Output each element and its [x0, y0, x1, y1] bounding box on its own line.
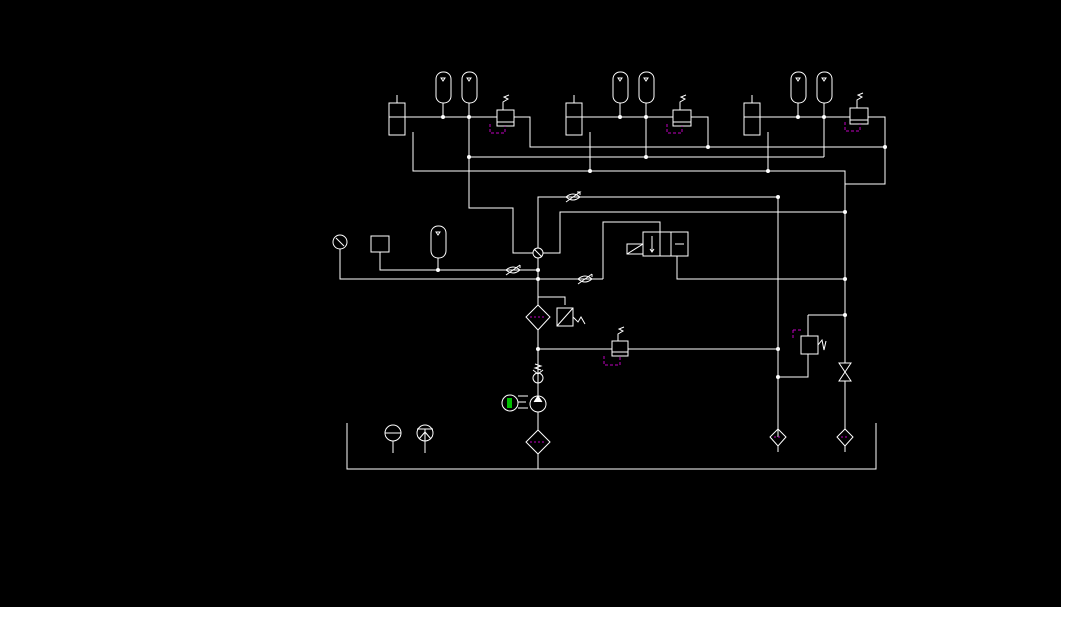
junction-dot	[467, 155, 471, 159]
pilot-dashed-lines	[489, 122, 861, 366]
junction-dot	[766, 169, 770, 173]
motor-indicator	[507, 398, 512, 408]
pressure-relief-valve-icon	[496, 92, 869, 357]
junction-dot	[467, 115, 471, 119]
junction-dot	[536, 268, 540, 272]
shutoff-valve-icon	[838, 362, 852, 382]
junction-dots	[436, 115, 887, 379]
check-valve-icon	[532, 372, 544, 384]
shuttle-valve-icon	[532, 247, 544, 259]
junction-dot	[822, 115, 826, 119]
filter-icon	[525, 304, 854, 455]
junction-dot	[618, 115, 622, 119]
junction-dot	[883, 145, 887, 149]
oil-tank-icon	[346, 423, 877, 470]
junction-dot	[588, 169, 592, 173]
junction-dot	[644, 155, 648, 159]
junction-dot	[843, 313, 847, 317]
accumulator-icon	[430, 71, 833, 259]
junction-dot	[436, 268, 440, 272]
throttle-valve-icon	[505, 191, 593, 285]
pressure-gauge-icon	[332, 234, 348, 250]
junction-dot	[776, 195, 780, 199]
junction-dot	[776, 347, 780, 351]
junction-dot	[644, 115, 648, 119]
junction-dot	[536, 277, 540, 281]
pipelines	[339, 103, 886, 470]
hydraulic-cylinder-icon	[388, 95, 761, 136]
cad-drawing-viewport[interactable]	[0, 0, 1061, 607]
junction-dot	[843, 277, 847, 281]
junction-dot	[776, 375, 780, 379]
junction-dot	[796, 115, 800, 119]
junction-dot	[441, 115, 445, 119]
hydraulic-schematic	[332, 71, 887, 470]
junction-dot	[536, 347, 540, 351]
junction-dot	[843, 210, 847, 214]
junction-dot	[706, 145, 710, 149]
flow-meter-icon	[370, 235, 390, 253]
electric-motor-icon	[501, 394, 519, 412]
solenoid-directional-valve-icon	[626, 231, 689, 257]
